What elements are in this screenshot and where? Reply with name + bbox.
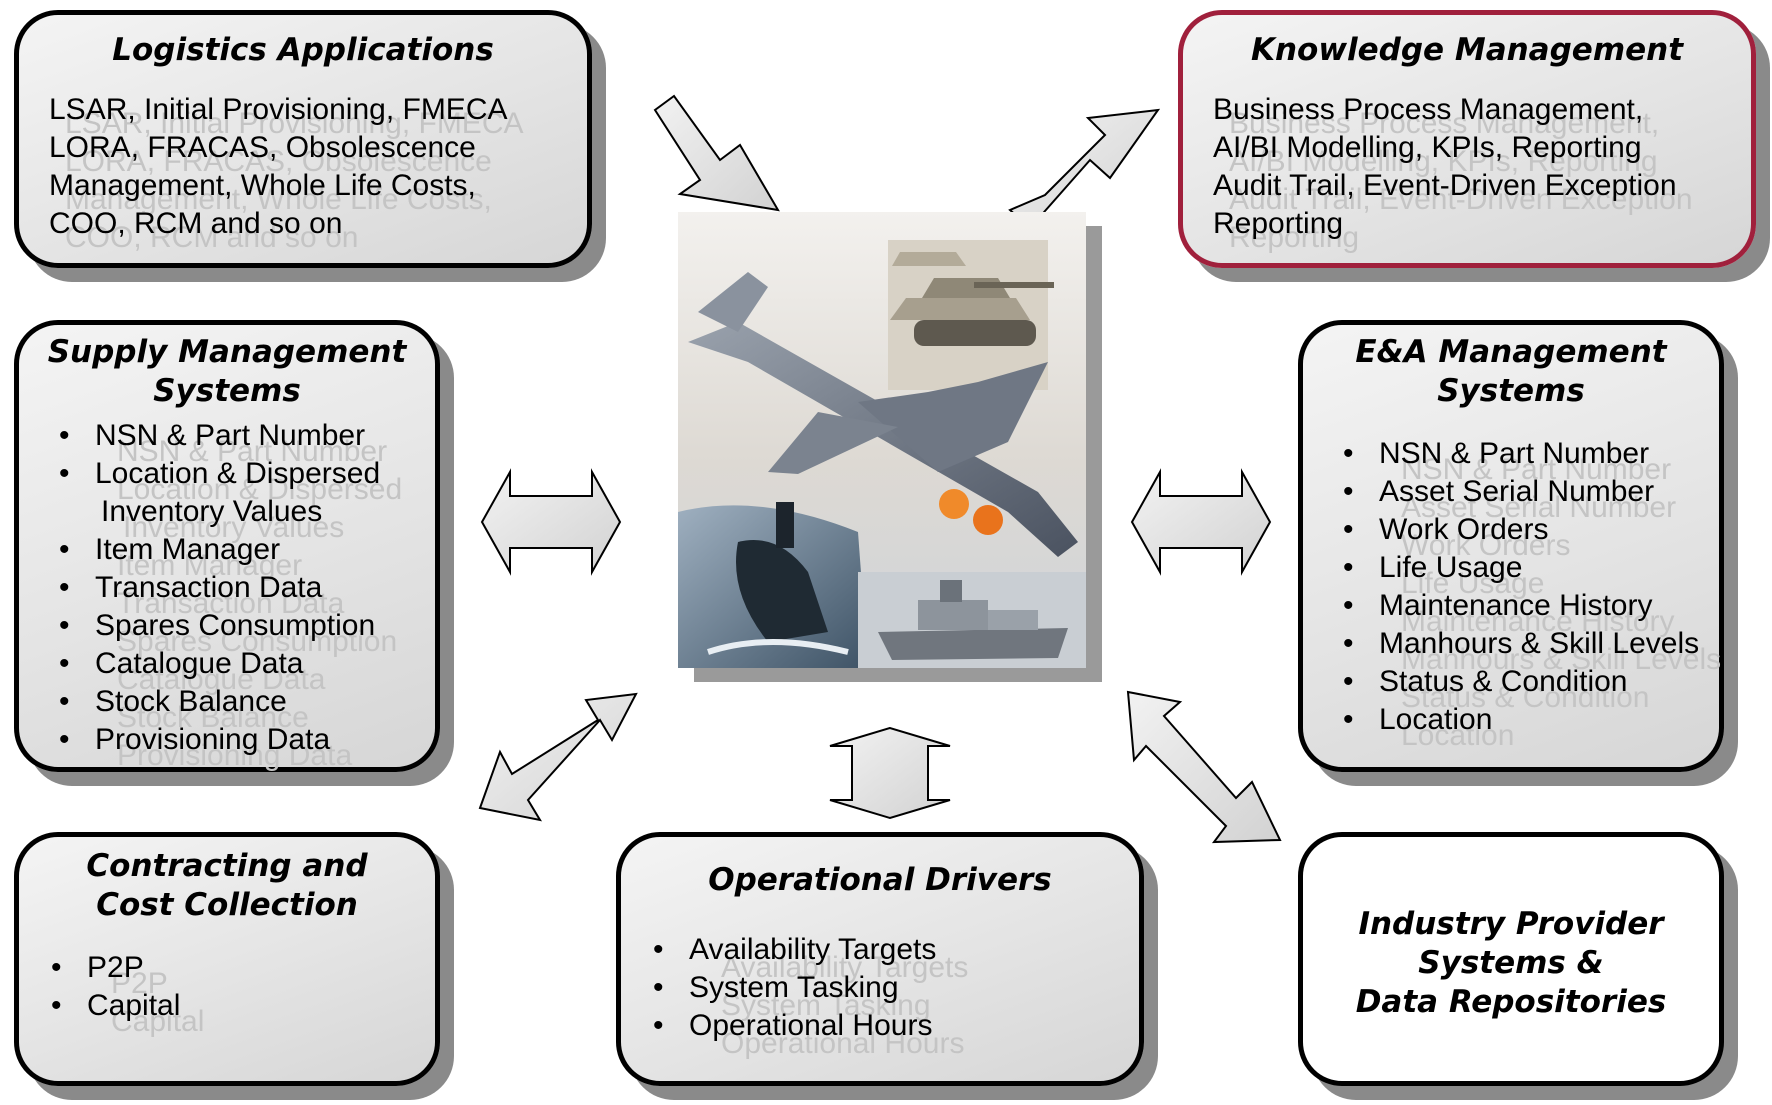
- list-item: •Asset Serial Number: [1343, 475, 1655, 508]
- arrow-to-knowledge: [1008, 108, 1161, 230]
- ea-list: •NSN & Part Number •Asset Serial Number …: [1343, 435, 1699, 739]
- knowledge-text: Business Process Management, AI/BI Model…: [1213, 91, 1677, 243]
- ship-graphic: [858, 572, 1086, 668]
- knowledge-line: Reporting: [1213, 207, 1344, 240]
- arrow-to-contracting: [478, 692, 638, 822]
- list-item: •Transaction Data: [59, 571, 323, 604]
- jet-graphic: [688, 272, 1078, 557]
- list-item: •Item Manager: [59, 533, 281, 566]
- operational-title: Operational Drivers: [708, 862, 1052, 898]
- list-item: •Manhours & Skill Levels: [1343, 627, 1700, 660]
- list-item: •Catalogue Data: [59, 647, 304, 680]
- defence-platforms-image: [678, 212, 1102, 682]
- list-item: •NSN & Part Number: [1343, 437, 1650, 470]
- list-item: •Location: [1343, 703, 1493, 736]
- knowledge-line: AI/BI Modelling, KPIs, Reporting: [1213, 131, 1642, 164]
- operational-list: •Availability Targets •System Tasking •O…: [653, 931, 936, 1045]
- knowledge-management-box: Knowledge Management Business Process Ma…: [1178, 10, 1756, 268]
- knowledge-line: Audit Trail, Event-Driven Exception: [1213, 169, 1677, 202]
- list-item: •Life Usage: [1343, 551, 1523, 584]
- submarine-graphic: [678, 502, 868, 668]
- supply-list: •NSN & Part Number •Location & Dispersed…: [59, 417, 380, 759]
- operational-drivers-box: Operational Drivers Availability Targets…: [616, 832, 1144, 1086]
- arrow-to-ea: [1130, 468, 1272, 576]
- list-item: •System Tasking: [653, 971, 899, 1004]
- list-item: •Provisioning Data: [59, 723, 331, 756]
- list-item: •Maintenance History: [1343, 589, 1653, 622]
- contracting-list: •P2P •Capital: [51, 949, 180, 1025]
- list-item: •Work Orders: [1343, 513, 1549, 546]
- arrow-to-industry: [1126, 690, 1282, 844]
- knowledge-line: Business Process Management,: [1213, 93, 1644, 126]
- logistics-text: LSAR, Initial Provisioning, FMECA LORA, …: [49, 91, 508, 243]
- list-item: •P2P: [51, 951, 144, 984]
- list-item: •Stock Balance: [59, 685, 287, 718]
- arrow-to-logistics: [653, 94, 780, 212]
- list-item-continuation: Inventory Values: [101, 495, 323, 528]
- logistics-line: LORA, FRACAS, Obsolescence: [49, 131, 476, 164]
- knowledge-text-shadow: Business Process Management,AI/BI Modell…: [1229, 107, 1693, 254]
- knowledge-title: Knowledge Management: [1250, 32, 1684, 68]
- list-item: •Location & Dispersed: [59, 457, 381, 490]
- tank-graphic: [888, 240, 1054, 390]
- list-item: •Operational Hours: [653, 1009, 933, 1042]
- logistics-line: LSAR, Initial Provisioning, FMECA: [49, 93, 508, 126]
- arrow-to-operational: [829, 726, 951, 820]
- collage-svg: [678, 212, 1102, 682]
- logistics-line: Management, Whole Life Costs,: [49, 169, 476, 202]
- list-item: •Availability Targets: [653, 933, 937, 966]
- logistics-applications-box: Logistics Applications LSAR, Initial Pro…: [14, 10, 592, 268]
- logistics-line: COO, RCM and so on: [49, 207, 343, 240]
- list-item: •Spares Consumption: [59, 609, 376, 642]
- list-item: •Status & Condition: [1343, 665, 1628, 698]
- logistics-title: Logistics Applications: [112, 32, 494, 68]
- list-item: •NSN & Part Number: [59, 419, 366, 452]
- list-item: •Capital: [51, 989, 181, 1022]
- arrow-to-supply: [480, 468, 622, 576]
